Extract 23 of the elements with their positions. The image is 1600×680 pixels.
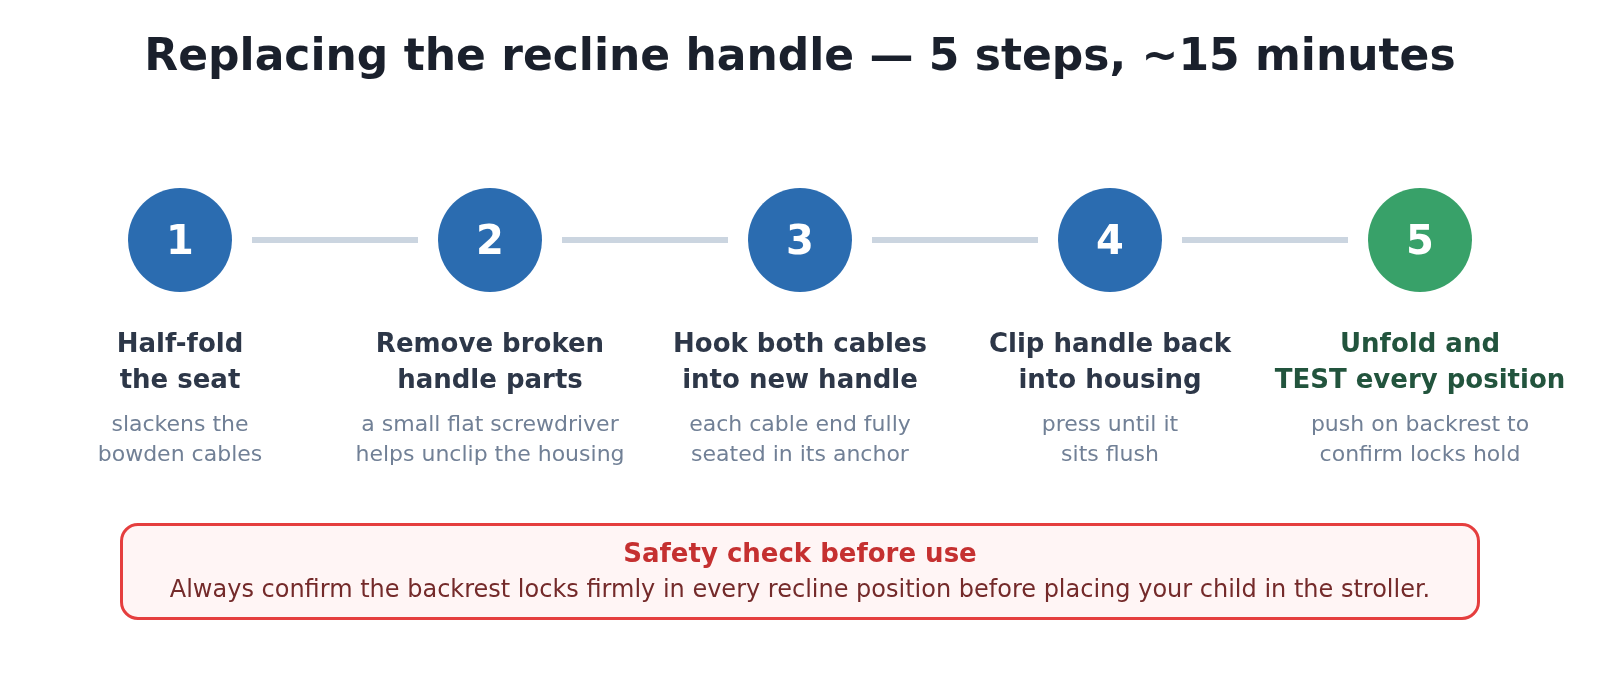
warning-text: Always confirm the backrest locks firmly in every recline position before placing your child in the stroller. xyxy=(169,573,1431,605)
connector-line xyxy=(562,237,728,243)
step-title: Hook both cables into new handle xyxy=(672,327,928,396)
warning-box xyxy=(120,523,1480,620)
connector-line xyxy=(252,237,418,243)
step-title: Half-fold the seat xyxy=(115,327,245,396)
step-description: press until it sits flush xyxy=(1040,410,1180,468)
connector-line xyxy=(872,237,1038,243)
step-number: 2 xyxy=(476,218,504,262)
step-description: slackens the bowden cables xyxy=(96,410,264,468)
step-description: push on backrest to confirm locks hold xyxy=(1309,410,1531,468)
connector-line xyxy=(1182,237,1348,243)
warning-title: Safety check before use xyxy=(623,536,977,570)
step-title: Remove broken handle parts xyxy=(374,327,606,396)
step-number: 5 xyxy=(1406,218,1434,262)
step-title: Unfold and TEST every position xyxy=(1273,327,1567,396)
step-title: Clip handle back into housing xyxy=(987,327,1233,396)
step-number: 1 xyxy=(166,218,194,262)
step-number: 3 xyxy=(786,218,814,262)
step-description: a small flat screwdriver helps unclip the housing xyxy=(354,410,626,468)
diagram-title: Replacing the recline handle — 5 steps, ~15 minutes xyxy=(144,30,1456,80)
step-description: each cable end fully seated in its anchor xyxy=(688,410,912,468)
step-number: 4 xyxy=(1096,218,1124,262)
